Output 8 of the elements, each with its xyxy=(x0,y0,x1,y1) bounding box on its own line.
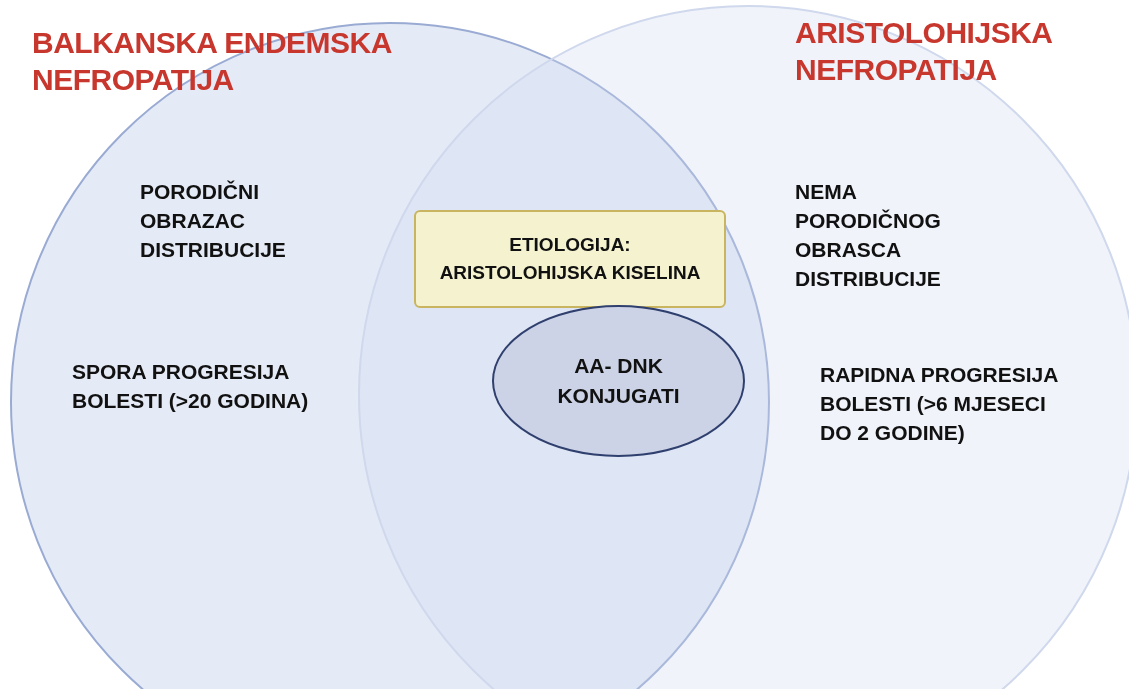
conjugate-ellipse: AA- DNK KONJUGATI xyxy=(492,305,745,457)
description-text: SPORA PROGRESIJA BOLESTI (>20 GODINA) xyxy=(72,359,310,414)
description-text: PORODIČNI OBRAZAC DISTRIBUCIJE xyxy=(140,179,287,263)
etiology-box: ETIOLOGIJA: ARISTOLOHIJSKA KISELINA xyxy=(414,210,726,308)
description-text: RAPIDNA PROGRESIJA BOLESTI (>6 MJESECI DO 2 GODINE) xyxy=(820,362,1059,446)
circle-title: ARISTOLOHIJSKA NEFROPATIJA xyxy=(795,15,1053,88)
circle-title: BALKANSKA ENDEMSKA NEFROPATIJA xyxy=(32,25,393,98)
description-text: NEMA PORODIČNOG OBRASCA DISTRIBUCIJE xyxy=(795,179,942,292)
